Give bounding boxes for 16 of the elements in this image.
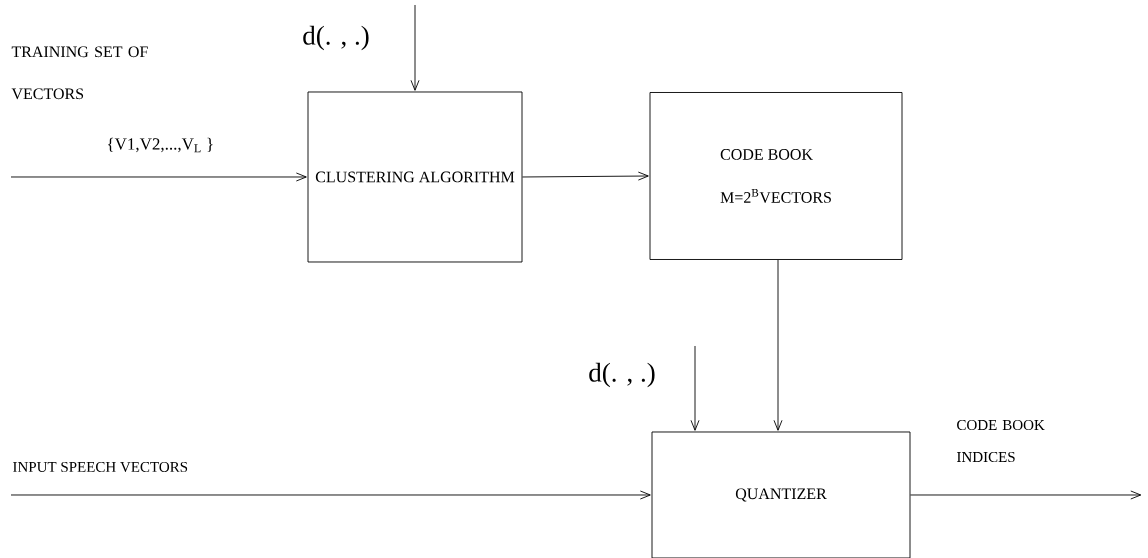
edge-label: CODE BOOK INDICES bbox=[957, 419, 1045, 462]
edge-label: d(. , .) bbox=[303, 25, 369, 51]
arrow bbox=[10, 172, 307, 182]
edge-label: d(. , .) bbox=[589, 362, 655, 388]
process-box: QUANTIZER bbox=[651, 431, 911, 558]
arrow bbox=[773, 259, 783, 431]
edge-label: {V1,V2,...,V$_{L}$ } bbox=[108, 137, 213, 153]
arrow bbox=[522, 171, 649, 181]
input-label: TRAINING SET OF VECTORS bbox=[11, 46, 148, 100]
arrow bbox=[410, 4, 420, 91]
arrow bbox=[10, 490, 651, 500]
arrow bbox=[910, 490, 1142, 500]
arrow bbox=[690, 345, 700, 431]
process-box: CLUSTERING ALGORITHM bbox=[307, 91, 523, 263]
edge-label: INPUT SPEECH VECTORS bbox=[13, 461, 188, 473]
process-box: CODE BOOK M=2$^{B}$VECTORS bbox=[649, 92, 903, 260]
